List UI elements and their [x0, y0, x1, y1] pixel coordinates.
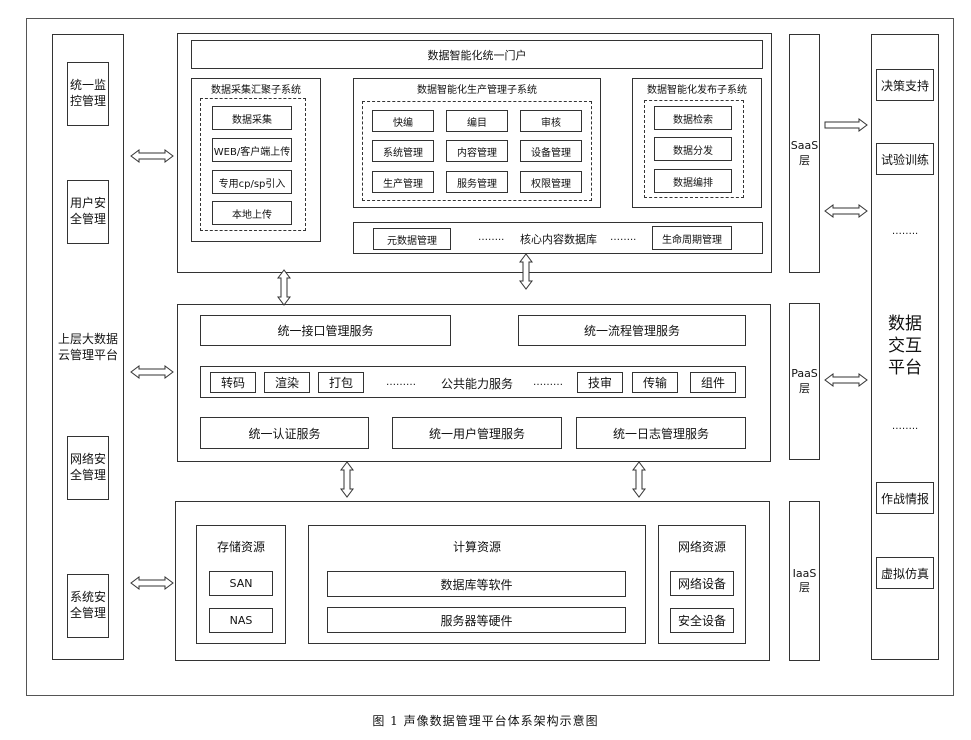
iaas-layer-label: IaaS 层 [789, 501, 820, 661]
paas-layer-label: PaaS 层 [789, 303, 820, 460]
production-item: 审核 [520, 110, 582, 132]
right-dots-top: …….. [891, 226, 919, 237]
production-item: 快编 [372, 110, 434, 132]
right-bidirectional-arrow [824, 373, 868, 387]
public-dots-left: ……… [386, 377, 416, 388]
vertical-bidirectional-arrow [277, 269, 291, 306]
public-capability-label: 公共能力服务 [441, 377, 514, 391]
network-item: 安全设备 [670, 608, 734, 633]
publish-item: 数据分发 [654, 137, 732, 161]
user-management-service-box: 统一用户管理服务 [392, 417, 562, 449]
data-interaction-platform-label: 数据 交互 平台 [888, 313, 922, 379]
public-dots-right: ……… [533, 377, 563, 388]
compute-item: 服务器等硬件 [327, 607, 626, 633]
left-bidirectional-arrow [130, 576, 174, 590]
interface-management-box: 统一接口管理服务 [200, 315, 451, 346]
collection-item: 本地上传 [212, 201, 292, 225]
storage-resources-title: 存储资源 [216, 540, 265, 554]
vertical-bidirectional-arrow [519, 253, 533, 290]
production-item: 编目 [446, 110, 508, 132]
publish-item: 数据编排 [654, 169, 732, 193]
publish-subsystem-title: 数据智能化发布子系统 [647, 85, 747, 96]
vertical-bidirectional-arrow [340, 461, 354, 498]
production-dashed-group [362, 101, 592, 201]
saas-layer-label: SaaS 层 [789, 34, 820, 273]
core-db-dots-right: …….. [610, 232, 637, 243]
public-capability-item: 组件 [690, 372, 736, 393]
production-item: 服务管理 [446, 171, 508, 193]
network-item: 网络设备 [670, 571, 734, 596]
production-item: 生产管理 [372, 171, 434, 193]
storage-item: NAS [209, 608, 273, 633]
log-management-service-box: 统一日志管理服务 [576, 417, 746, 449]
auth-service-box: 统一认证服务 [200, 417, 369, 449]
collection-dashed-group [200, 98, 306, 231]
collection-item: 数据采集 [212, 106, 292, 130]
vertical-bidirectional-arrow [632, 461, 646, 498]
workflow-management-box: 统一流程管理服务 [518, 315, 746, 346]
metadata-management-box: 元数据管理 [373, 228, 451, 250]
network-security-box: 网络安 全管理 [67, 436, 109, 500]
test-training-box: 试验训练 [876, 143, 934, 175]
production-item: 内容管理 [446, 140, 508, 162]
network-resources-title: 网络资源 [677, 540, 726, 554]
cloud-platform-label: 上层大数据 云管理平台 [57, 332, 118, 362]
unified-monitoring-box: 统一监 控管理 [67, 62, 109, 126]
publish-dashed-group [644, 100, 744, 198]
collection-subsystem-title: 数据采集汇聚子系统 [211, 85, 301, 96]
figure-caption: 图 1 声像数据管理平台体系架构示意图 [372, 714, 599, 728]
core-database-label: 核心内容数据库 [520, 233, 597, 246]
storage-item: SAN [209, 571, 273, 596]
production-item: 设备管理 [520, 140, 582, 162]
production-item: 系统管理 [372, 140, 434, 162]
left-bidirectional-arrow [130, 365, 174, 379]
compute-item: 数据库等软件 [327, 571, 626, 597]
production-item: 权限管理 [520, 171, 582, 193]
public-capability-item: 传输 [632, 372, 678, 393]
right-bidirectional-arrow [824, 204, 868, 218]
production-subsystem-title: 数据智能化生产管理子系统 [417, 85, 537, 96]
right-dots-bottom: …….. [891, 421, 919, 432]
right-arrow [824, 118, 868, 132]
virtual-simulation-box: 虚拟仿真 [876, 557, 934, 589]
system-security-box: 系统安 全管理 [67, 574, 109, 638]
public-capability-item: 转码 [210, 372, 256, 393]
compute-resources-title: 计算资源 [452, 540, 501, 554]
collection-item: 专用cp/sp引入 [212, 170, 292, 194]
left-management-panel [52, 34, 124, 660]
left-bidirectional-arrow [130, 149, 174, 163]
portal-box: 数据智能化统一门户 [191, 40, 763, 69]
user-security-box: 用户安 全管理 [67, 180, 109, 244]
public-capability-item: 渲染 [264, 372, 310, 393]
lifecycle-management-box: 生命周期管理 [652, 226, 732, 250]
core-db-dots-left: …….. [478, 232, 505, 243]
publish-item: 数据检索 [654, 106, 732, 130]
combat-intelligence-box: 作战情报 [876, 482, 934, 514]
decision-support-box: 决策支持 [876, 69, 934, 101]
public-capability-item: 技审 [577, 372, 623, 393]
collection-item: WEB/客户端上传 [212, 138, 292, 162]
right-interaction-panel [871, 34, 939, 660]
public-capability-item: 打包 [318, 372, 364, 393]
